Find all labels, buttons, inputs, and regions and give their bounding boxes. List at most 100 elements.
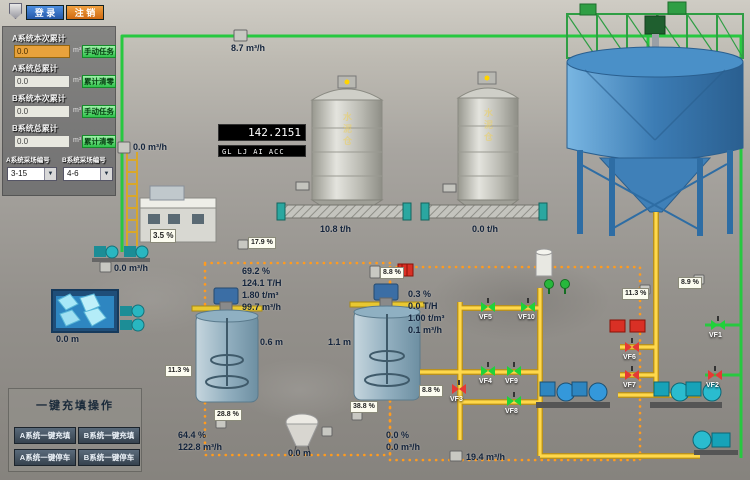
metric-line: 0.0 % <box>386 430 410 440</box>
total-value-box: 0.0 <box>14 135 70 148</box>
unit-label: m³ <box>73 107 82 114</box>
bottom-a-metrics: 64.4 % 122.8 m³/h <box>178 429 222 453</box>
valve-vf10[interactable] <box>521 298 535 312</box>
stope-select-b[interactable]: 4-6 ▼ <box>63 167 113 181</box>
valve-vf5-label: VF5 <box>479 314 492 321</box>
login-button[interactable]: 登 录 <box>26 5 64 20</box>
valve-vf2-label: VF2 <box>706 382 719 389</box>
onekey-title: 一键充填操作 <box>36 400 114 412</box>
valve-vf3-label: VF3 <box>450 396 463 403</box>
valve-stem <box>714 366 716 371</box>
stope-select-a[interactable]: 3-15 ▼ <box>7 167 57 181</box>
valve-vf6-label: VF6 <box>623 354 636 361</box>
valve-vf1-label: VF1 <box>709 332 722 339</box>
valve-vf1[interactable] <box>711 316 725 330</box>
concentration-gauge: 8.9 % <box>678 277 702 289</box>
accumulator-display-tag: GL LJ AI ACC <box>218 145 306 157</box>
valve-vf4-label: VF4 <box>479 378 492 385</box>
pool-pumps[interactable] <box>120 304 145 332</box>
valve-vf3[interactable] <box>452 380 466 394</box>
screw-conveyor-b[interactable] <box>420 202 548 221</box>
valve-stem <box>458 380 460 385</box>
yellow-pipe <box>420 212 700 459</box>
valve-vf6[interactable] <box>625 338 639 352</box>
logout-button[interactable]: 注 销 <box>66 5 104 20</box>
unit-label: m³ <box>73 77 82 84</box>
chevron-down-icon: ▼ <box>100 168 112 180</box>
unit-label: m³ <box>73 137 82 144</box>
flocculant-flow-label: 0.0 m³/h <box>133 142 168 152</box>
pool-level: 0.0 m <box>56 334 80 344</box>
metric-line: 0.1 m³/h <box>408 325 443 335</box>
total-value-box: 0.0 <box>14 45 70 58</box>
chevron-down-icon: ▼ <box>44 168 56 180</box>
metric-line: 122.8 m³/h <box>178 442 223 452</box>
onekey-fill-b-button[interactable]: B系统一键充填 <box>78 427 140 444</box>
concentration-gauge: 38.8 % <box>350 401 378 413</box>
mixing-tank-b <box>349 283 425 401</box>
fill-pump-set-a[interactable] <box>536 381 610 408</box>
valve-vf7-label: VF7 <box>623 382 636 389</box>
metric-line: 64.4 % <box>178 430 207 440</box>
transfer-pump[interactable] <box>692 430 738 455</box>
metric-line: 1.00 t/m³ <box>408 313 445 323</box>
total-row-label: B系统总累计 <box>12 124 58 133</box>
metric-line: 69.2 % <box>242 266 271 276</box>
valve-vf7[interactable] <box>625 366 639 380</box>
valve-vf2[interactable] <box>708 366 722 380</box>
total-row-label: A系统总累计 <box>12 64 58 73</box>
accumulator-display: 142.2151 <box>218 124 306 141</box>
metric-line: 0.0 m³/h <box>386 442 421 452</box>
valve-stem <box>527 298 529 303</box>
stope-b-label: B系统采场编号 <box>62 157 106 164</box>
concentration-gauge: 28.8 % <box>214 409 242 421</box>
valve-stem <box>513 362 515 367</box>
concentration-gauge: 17.9 % <box>248 237 276 249</box>
mix-tank-a-level: 0.6 m <box>260 337 284 347</box>
fill-pump-set-b[interactable] <box>650 381 722 408</box>
valve-vf8[interactable] <box>507 392 521 406</box>
onekey-panel: 一键充填操作 A系统一键充填 B系统一键充填 A系统一键停车 B系统一键停车 <box>8 388 142 472</box>
total-value-box: 0.0 <box>14 105 70 118</box>
valve-stem <box>717 316 719 321</box>
conveyor-b-flow-label: 0.0 t/h <box>472 224 499 234</box>
metric-line: 1.80 t/m³ <box>242 290 279 300</box>
valve-vf5[interactable] <box>481 298 495 312</box>
screw-conveyor-a[interactable] <box>276 202 412 221</box>
valve-vf9[interactable] <box>507 362 521 376</box>
tailings-flow-label: 19.4 m³/h <box>466 452 506 462</box>
concentration-gauge: 8.8 % <box>419 385 443 397</box>
onekey-fill-a-button[interactable]: A系统一键充填 <box>14 427 76 444</box>
valve-vf4[interactable] <box>481 362 495 376</box>
clear-total-button[interactable]: 累计清零 <box>82 75 116 88</box>
unit-label: m³ <box>73 47 82 54</box>
system-a-metrics: 69.2 % 124.1 T/H 1.80 t/m³ 99.7 m³/h <box>242 265 282 313</box>
mix-tank-b-level: 1.1 m <box>328 337 352 347</box>
left-unit-level: 3.5 % <box>150 229 177 243</box>
valve-stem <box>631 366 633 371</box>
metric-line: 124.1 T/H <box>242 278 282 288</box>
valve-stem <box>487 298 489 303</box>
stope-select-b-value: 4-6 <box>67 169 79 178</box>
valve-vf9-label: VF9 <box>505 378 518 385</box>
left-flow-label: 0.0 m³/h <box>114 263 149 273</box>
onekey-stop-b-button[interactable]: B系统一键停车 <box>78 449 140 466</box>
total-row-label: B系统本次累计 <box>12 94 66 103</box>
manual-task-button[interactable]: 手动任务 <box>82 105 116 118</box>
clear-total-button[interactable]: 累计清零 <box>82 135 116 148</box>
onekey-stop-a-button[interactable]: A系统一键停车 <box>14 449 76 466</box>
valve-vf8-label: VF8 <box>505 408 518 415</box>
conveyor-a-flow-label: 10.8 t/h <box>320 224 352 234</box>
stope-a-label: A系统采场编号 <box>6 157 50 164</box>
total-row-label: A系统本次累计 <box>12 34 66 43</box>
metric-line: 99.7 m³/h <box>242 302 282 312</box>
bottom-b-metrics: 0.0 % 0.0 m³/h <box>386 429 420 453</box>
manual-task-button[interactable]: 手动任务 <box>82 45 116 58</box>
dosing-pumps[interactable] <box>92 245 150 262</box>
cement-silo-2 <box>442 71 520 215</box>
valve-stem <box>487 362 489 367</box>
system-b-metrics: 0.3 % 0.0 T/H 1.00 t/m³ 0.1 m³/h <box>408 288 445 336</box>
stope-select-a-value: 3-15 <box>11 169 28 178</box>
